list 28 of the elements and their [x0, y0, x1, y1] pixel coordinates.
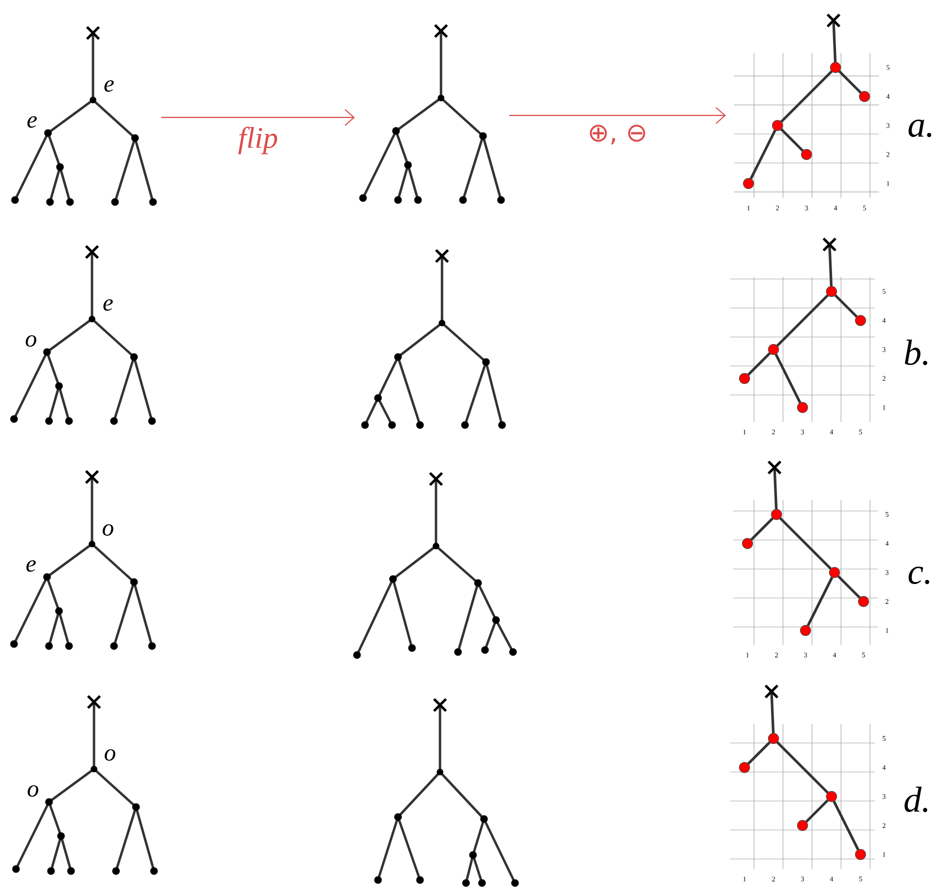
tree-drawing	[353, 472, 517, 659]
edge-label: ⊕, ⊖	[590, 124, 646, 144]
tree-drawing	[361, 248, 506, 429]
tree-drawing	[12, 694, 158, 875]
panel-letter: d.	[904, 786, 928, 812]
tree-drawing	[10, 470, 156, 650]
parity-letter: o	[26, 335, 36, 347]
arrow	[161, 109, 355, 126]
grid-tree-drawing	[734, 13, 880, 198]
tree-drawing	[374, 698, 519, 887]
parity-letter: e	[103, 299, 113, 311]
parity-letter: o	[104, 749, 116, 761]
grid-tree-drawing	[730, 237, 876, 422]
parity-letter: o	[28, 785, 38, 797]
parity-letter: e	[26, 560, 36, 572]
grid-tree-drawing	[730, 684, 876, 870]
tree-drawing	[11, 26, 157, 206]
panel-letter: a.	[908, 120, 932, 138]
parity-letter: e	[27, 116, 37, 128]
panel-letter: b.	[904, 340, 928, 366]
parity-letter: e	[104, 80, 114, 92]
parity-letter: o	[102, 524, 114, 536]
tree-drawing	[10, 244, 156, 425]
tree-drawing	[359, 24, 505, 204]
panel-letter: c.	[908, 566, 930, 584]
grid-tree-drawing	[732, 460, 878, 646]
edge-label: flip	[238, 126, 278, 154]
arrow	[509, 107, 726, 124]
